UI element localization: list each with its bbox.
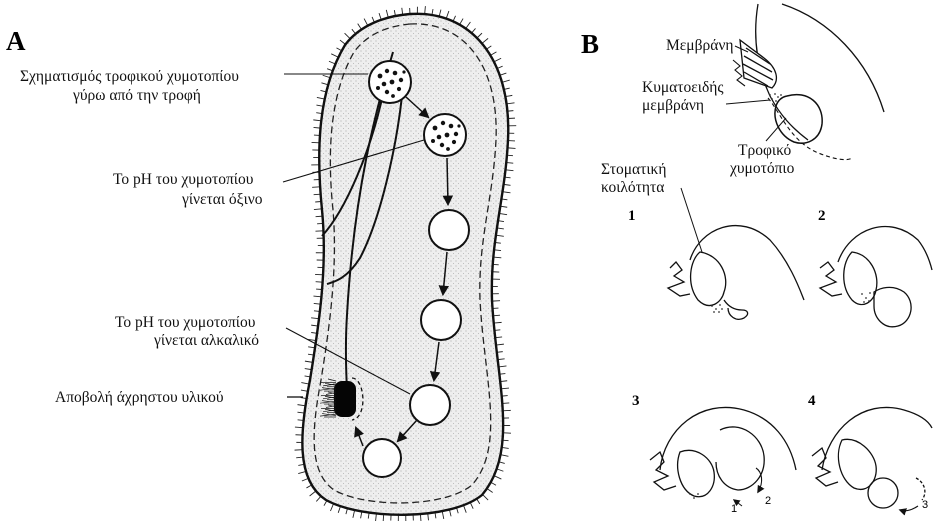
food-vacuole-1 (429, 210, 469, 250)
step-3-number: 3 (632, 393, 640, 409)
label-membrane: Μεμβράνη (666, 37, 733, 54)
stage-3-drawing (650, 407, 796, 498)
label-acidic-2: γίνεται όξινο (181, 191, 263, 208)
cilium (313, 296, 321, 297)
cilium (298, 405, 306, 406)
cilium (301, 383, 309, 385)
cilium (499, 366, 507, 367)
panel-a-letter: A (6, 26, 26, 56)
label-formation-2: γύρω από την τροφή (72, 87, 201, 104)
cilium (323, 75, 331, 77)
stage-3-arrow-label-1: 1 (731, 503, 737, 515)
stage-2-drawing (820, 227, 932, 327)
cilium (501, 388, 509, 389)
label-alkaline-1: Το pH του χυμοτοπίου (115, 314, 256, 331)
label-waste: Αποβολή άχρηστου υλικού (55, 389, 224, 406)
food-vacuole-4 (363, 439, 401, 477)
cilium (298, 471, 306, 473)
label-oral-2: κοιλότητα (601, 179, 664, 196)
label-undulating-2: μεμβράνη (642, 97, 704, 114)
cilium (317, 97, 325, 99)
label-vacuole-1: Τροφικό (738, 142, 792, 159)
food-vacuole-2 (421, 300, 461, 340)
food-vacuole-forming (369, 61, 411, 103)
cilium (331, 54, 338, 57)
step-1-number: 1 (628, 208, 636, 224)
food-vacuole-acidic (424, 114, 466, 156)
cilium (501, 455, 509, 457)
oral-apparatus-detail (733, 4, 884, 160)
cilium (503, 192, 511, 193)
label-vacuole-2: χυμοτόπιο (729, 160, 795, 177)
label-acidic-1: Το pH του χυμοτοπίου (113, 171, 254, 188)
cilium (310, 491, 316, 496)
label-undulating-1: Κυματοειδής (642, 79, 724, 96)
stage-3-arrow-label-2: 2 (765, 495, 771, 507)
stage-1-drawing (668, 226, 804, 320)
cilium (505, 170, 513, 171)
leader-undulating (726, 100, 770, 104)
step-4-number: 4 (808, 393, 816, 409)
label-alkaline-2: γίνεται αλκαλικό (153, 332, 259, 349)
cilium (295, 427, 303, 428)
label-oral-1: Στοματική (601, 161, 666, 178)
cilium (494, 476, 501, 479)
panel-b-letter: B (581, 29, 599, 59)
stage-4-arrow-label: 3 (922, 499, 928, 511)
leader-oral (681, 188, 702, 252)
step-2-number: 2 (818, 208, 826, 224)
food-vacuole-alkaline (410, 385, 450, 425)
cilium (508, 148, 516, 149)
paramecium-cell (295, 6, 517, 521)
stage-4-drawing (812, 407, 932, 510)
label-formation-1: Σχηματισμός τροφικού χυμοτοπίου (20, 68, 239, 85)
